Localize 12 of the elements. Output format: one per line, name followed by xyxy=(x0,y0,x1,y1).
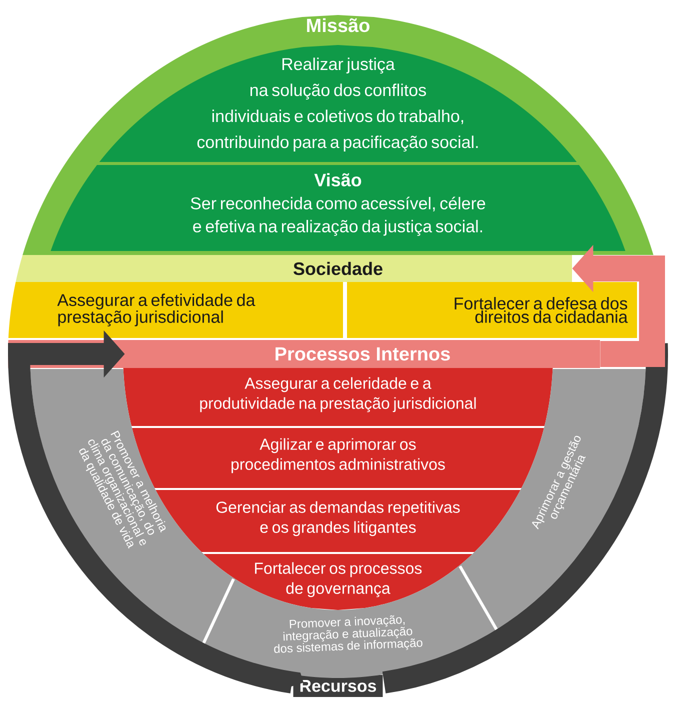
objective-row: Assegurar a celeridade e a produtividade na prestação jurisdicional xyxy=(123,368,553,426)
objective-box: Fortalecer a defesa dos direitos da cidadania xyxy=(347,282,637,338)
arrow xyxy=(8,330,303,694)
node-label: Missão xyxy=(307,18,370,32)
node-label: Promover a inovação, integração e atualização dos sistemas de informação xyxy=(274,615,422,653)
node-label: Processos Internos xyxy=(276,347,450,361)
perspective-band: Sociedade xyxy=(16,255,572,282)
node-label: Realizar justiça na solução dos conflitos individuais e coletivos do trabalho, contribuindo para a pacificação social. xyxy=(197,58,478,152)
mission-section: Missão Realizar justiça na solução dos conflitos individuais e coletivos do trabalho, contribuindo para a pacificação social. xyxy=(66,15,610,163)
objective-row: Fortalecer os processos de governança xyxy=(204,554,472,610)
objective-box: Assegurar a efetividade da prestação jurisdicional xyxy=(8,282,343,338)
vision-section: Visão Ser reconhecida como acessível, célere e efetiva na realização da justiça social. xyxy=(22,163,654,255)
